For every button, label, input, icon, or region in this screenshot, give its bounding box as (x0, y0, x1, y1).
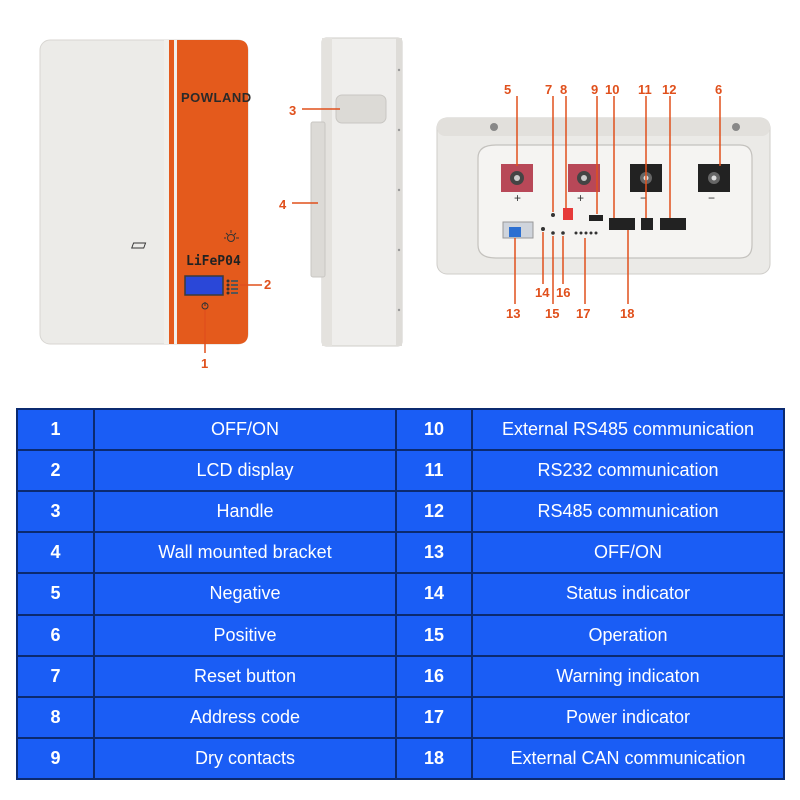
legend-label: Handle (93, 490, 397, 534)
callout-17: 17 (576, 306, 591, 321)
callout-4: 4 (279, 197, 287, 212)
sun-icon (131, 230, 239, 249)
legend-number: 7 (16, 654, 95, 698)
legend-number: 12 (395, 490, 473, 534)
legend-number: 1 (16, 407, 95, 452)
table-row: 2 LCD display 11 RS232 communication (16, 449, 785, 493)
legend-label: External CAN communication (471, 736, 785, 781)
legend-label: RS232 communication (471, 449, 785, 493)
legend-number: 8 (16, 695, 95, 739)
svg-text:−: − (708, 191, 715, 205)
callout-11: 11 (638, 82, 652, 97)
callout-8: 8 (560, 82, 568, 97)
legend-label: Reset button (93, 654, 397, 698)
svg-text:+: + (514, 191, 521, 205)
legend-label: External RS485 communication (471, 407, 785, 452)
callout-10: 10 (605, 82, 620, 97)
legend-number: 11 (395, 449, 473, 493)
callout-13: 13 (506, 306, 521, 321)
legend-label: Dry contacts (93, 736, 397, 781)
legend-number: 15 (395, 613, 473, 657)
rs485-port (660, 218, 686, 230)
callout-3: 3 (289, 103, 297, 118)
legend-number: 16 (395, 654, 473, 698)
lcd-display (184, 275, 224, 296)
legend-number: 2 (16, 449, 95, 493)
positive-terminal-red (568, 164, 600, 192)
power-button-icon (201, 302, 209, 310)
table-row: 9 Dry contacts 18 External CAN communica… (16, 736, 785, 781)
legend-label: LCD display (93, 449, 397, 493)
power-indicator-leds (574, 231, 598, 235)
table-row: 1 OFF/ON 10 External RS485 communication (16, 407, 785, 452)
legend-label: Status indicator (471, 572, 785, 616)
legend-number: 3 (16, 490, 95, 534)
table-row: 3 Handle 12 RS485 communication (16, 490, 785, 534)
callout-18: 18 (620, 306, 635, 321)
legend-label: Positive (93, 613, 397, 657)
callout-2: 2 (264, 277, 272, 292)
legend-number: 4 (16, 531, 95, 575)
legend-number: 9 (16, 736, 95, 781)
indicator-lights (226, 279, 238, 295)
chemistry-label: LiFeP04 (186, 254, 241, 269)
legend-label: Operation (471, 613, 785, 657)
rs232-port (641, 218, 653, 230)
table-row: 8 Address code 17 Power indicator (16, 695, 785, 739)
product-illustration: + + − − (39, 37, 771, 353)
table-row: 6 Positive 15 Operation (16, 613, 785, 657)
battery-terminal-view: + + − − (436, 96, 771, 304)
legend-number: 6 (16, 613, 95, 657)
callout-1: 1 (201, 356, 209, 371)
legend-number: 14 (395, 572, 473, 616)
battery-side-view (292, 37, 403, 347)
legend-label: Negative (93, 572, 397, 616)
svg-text:−: − (640, 191, 647, 205)
legend-number: 17 (395, 695, 473, 739)
table-row: 7 Reset button 16 Warning indicaton (16, 654, 785, 698)
reset-button (551, 213, 555, 217)
negative-terminal (501, 164, 533, 192)
positive-terminal (698, 164, 730, 192)
address-dip-switch (563, 208, 573, 220)
brand-logo: POWLAND (181, 90, 252, 105)
legend-table: 1 OFF/ON 10 External RS485 communication… (16, 407, 785, 781)
handle-slot (335, 94, 387, 124)
legend-label: Power indicator (471, 695, 785, 739)
dry-contacts-connector (589, 215, 603, 221)
legend-number: 10 (395, 407, 473, 452)
legend-label: Address code (93, 695, 397, 739)
legend-label: RS485 communication (471, 490, 785, 534)
callout-15: 15 (545, 306, 560, 321)
legend-label: Wall mounted bracket (93, 531, 397, 575)
table-row: 4 Wall mounted bracket 13 OFF/ON (16, 531, 785, 575)
legend-number: 5 (16, 572, 95, 616)
table-row: 5 Negative 14 Status indicator (16, 572, 785, 616)
legend-label: OFF/ON (93, 407, 397, 452)
callout-9: 9 (591, 82, 599, 97)
battery-front-view (39, 39, 262, 353)
callout-5: 5 (504, 82, 512, 97)
callout-14: 14 (535, 285, 550, 300)
legend-number: 13 (395, 531, 473, 575)
callout-6: 6 (715, 82, 723, 97)
legend-label: Warning indicaton (471, 654, 785, 698)
callout-12: 12 (662, 82, 677, 97)
svg-text:+: + (577, 191, 584, 205)
legend-label: OFF/ON (471, 531, 785, 575)
external-port (609, 218, 635, 230)
callout-7: 7 (545, 82, 553, 97)
callout-16: 16 (556, 285, 571, 300)
legend-number: 18 (395, 736, 473, 781)
